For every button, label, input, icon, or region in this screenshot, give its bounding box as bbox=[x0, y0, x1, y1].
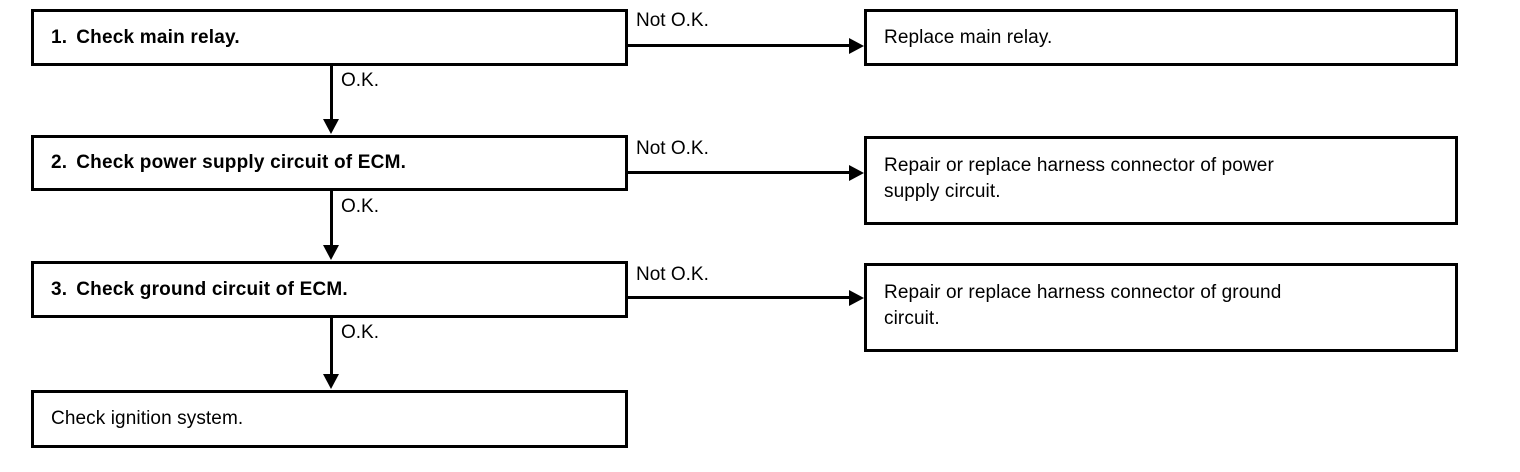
step-3-pass-arrowhead bbox=[323, 374, 339, 389]
step-2-fail-connector bbox=[628, 171, 852, 174]
step-1-label: Check main relay. bbox=[76, 26, 240, 48]
step-3-fail-connector bbox=[628, 296, 852, 299]
step-box-2: 2. Check power supply circuit of ECM. bbox=[31, 135, 628, 191]
final-step-label: Check ignition system. bbox=[51, 408, 244, 429]
step-1-pass-connector bbox=[330, 66, 333, 121]
final-step-box: Check ignition system. bbox=[31, 390, 628, 448]
step-2-fail-arrowhead bbox=[849, 165, 864, 181]
step-1-fail-connector bbox=[628, 44, 852, 47]
step-1-number: 1. bbox=[51, 26, 68, 48]
step-3-fail-arrowhead bbox=[849, 290, 864, 306]
step-2-label: Check power supply circuit of ECM. bbox=[76, 152, 407, 173]
step-2-text: 2. Check power supply circuit of ECM. bbox=[51, 150, 615, 176]
step-1-fail-label: Not O.K. bbox=[636, 10, 709, 31]
action-box-1: Replace main relay. bbox=[864, 9, 1458, 66]
step-box-1: 1. Check main relay. bbox=[31, 9, 628, 66]
step-3-number: 3. bbox=[51, 278, 68, 300]
step-1-pass-arrowhead bbox=[323, 119, 339, 134]
action-3-label: Repair or replace harness connector of g… bbox=[884, 282, 1282, 329]
action-box-3: Repair or replace harness connector of g… bbox=[864, 263, 1458, 352]
action-1-label: Replace main relay. bbox=[884, 26, 1053, 48]
step-box-3: 3. Check ground circuit of ECM. bbox=[31, 261, 628, 318]
step-2-number: 2. bbox=[51, 152, 68, 173]
step-2-pass-arrowhead bbox=[323, 245, 339, 260]
step-3-fail-label: Not O.K. bbox=[636, 264, 709, 285]
step-3-label: Check ground circuit of ECM. bbox=[76, 278, 348, 300]
step-1-pass-label: O.K. bbox=[341, 70, 380, 91]
step-2-pass-connector bbox=[330, 191, 333, 247]
step-2-pass-label: O.K. bbox=[341, 196, 380, 217]
step-2-fail-label: Not O.K. bbox=[636, 138, 709, 159]
step-3-pass-connector bbox=[330, 318, 333, 376]
action-box-2: Repair or replace harness connector of p… bbox=[864, 136, 1458, 225]
action-2-label: Repair or replace harness connector of p… bbox=[884, 155, 1274, 202]
step-1-text: 1. Check main relay. bbox=[51, 25, 615, 51]
step-1-fail-arrowhead bbox=[849, 38, 864, 54]
step-3-pass-label: O.K. bbox=[341, 322, 380, 343]
step-3-text: 3. Check ground circuit of ECM. bbox=[51, 277, 615, 303]
